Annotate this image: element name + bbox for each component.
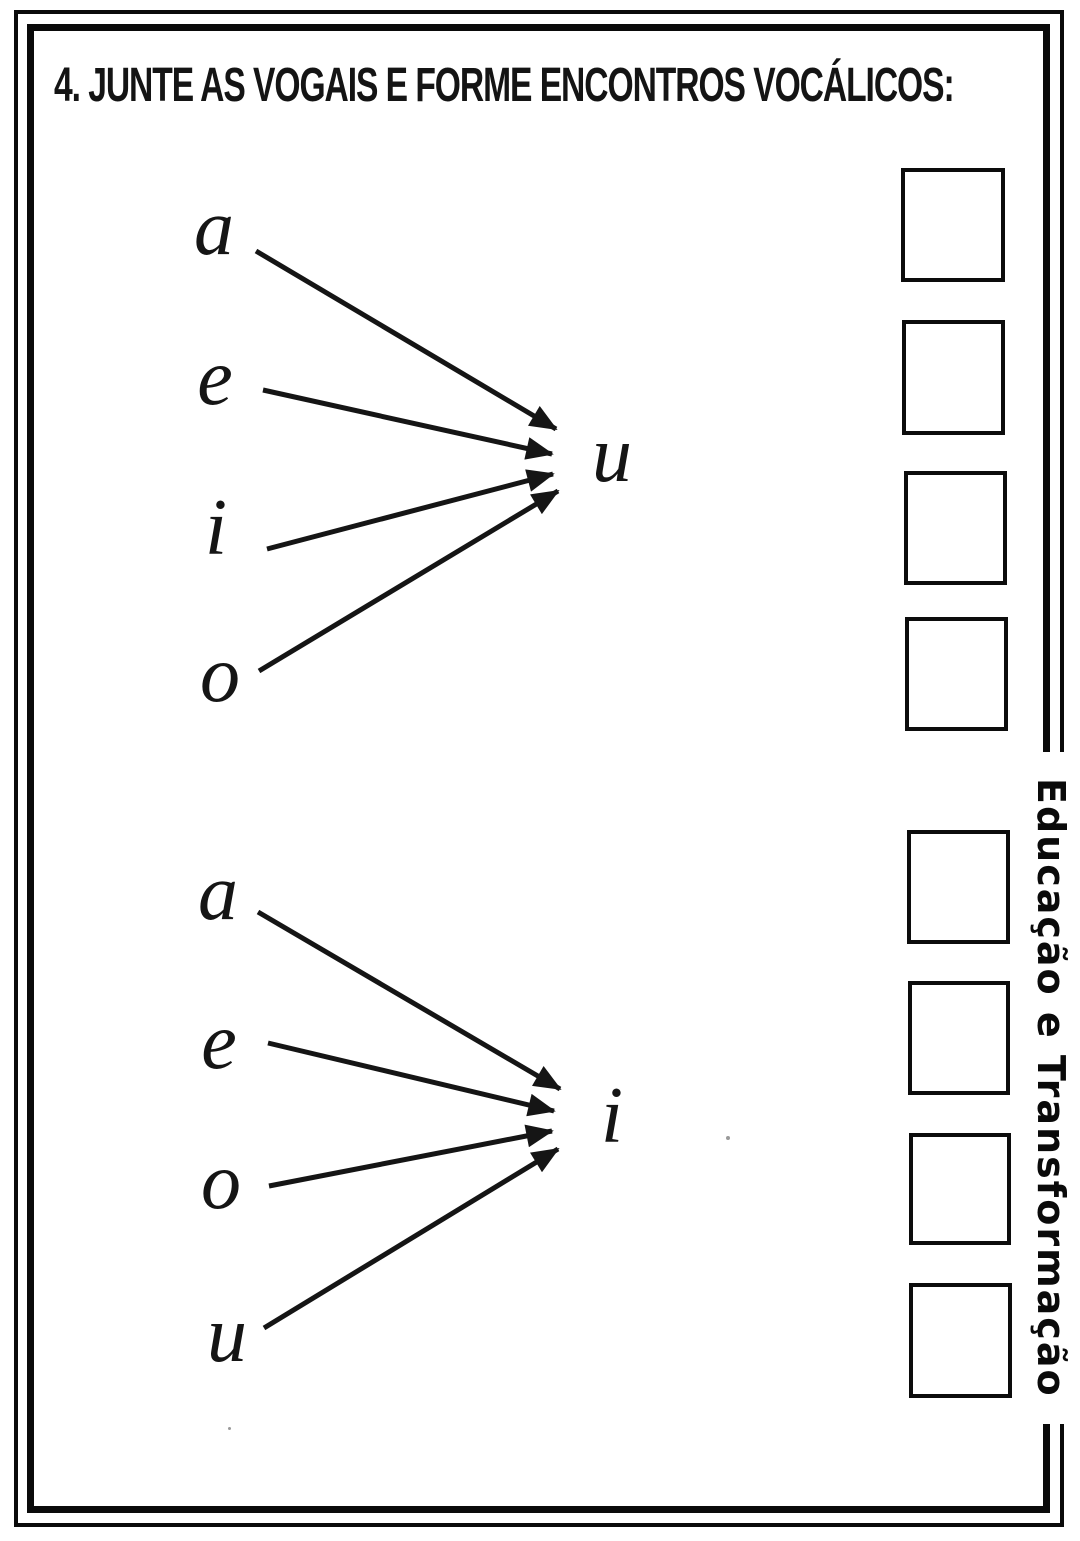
watermark-strip: Educação e Transformação: [1022, 752, 1080, 1424]
arrow-e-to-i: [267, 1040, 556, 1117]
scan-speck: [228, 1427, 231, 1430]
source-vowel-e-1: e: [197, 334, 233, 422]
source-vowel-i-1: i: [204, 484, 228, 572]
arrow-u-to-i: [262, 1146, 560, 1331]
answer-box-6[interactable]: [908, 981, 1010, 1095]
answer-box-7[interactable]: [909, 1133, 1011, 1245]
source-vowel-a-2: a: [198, 849, 238, 937]
arrow-a-to-u: [254, 248, 558, 432]
arrow-e-to-u: [262, 387, 554, 460]
answer-box-1[interactable]: [901, 168, 1005, 282]
answer-box-3[interactable]: [904, 471, 1007, 585]
answer-box-2[interactable]: [902, 320, 1005, 435]
source-vowel-o-1: o: [200, 631, 240, 719]
source-vowel-o-2: o: [201, 1138, 241, 1226]
target-vowel-u: u: [592, 411, 632, 499]
arrow-o-to-u: [257, 488, 560, 674]
exercise-title: 4. JUNTE AS VOGAIS E FORME ENCONTROS VOC…: [54, 59, 955, 112]
watermark-text: Educação e Transformação: [1029, 778, 1073, 1398]
arrow-a-to-i: [256, 909, 562, 1092]
arrow-i-to-u: [266, 469, 555, 552]
answer-box-5[interactable]: [907, 830, 1010, 944]
scan-speck: [726, 1136, 730, 1140]
arrow-o-to-i: [268, 1124, 554, 1189]
answer-box-8[interactable]: [909, 1283, 1012, 1398]
source-vowel-u-2: u: [207, 1291, 247, 1379]
source-vowel-a-1: a: [194, 184, 234, 272]
answer-box-4[interactable]: [905, 617, 1008, 731]
source-vowel-e-2: e: [201, 998, 237, 1086]
target-vowel-i: i: [600, 1072, 624, 1160]
